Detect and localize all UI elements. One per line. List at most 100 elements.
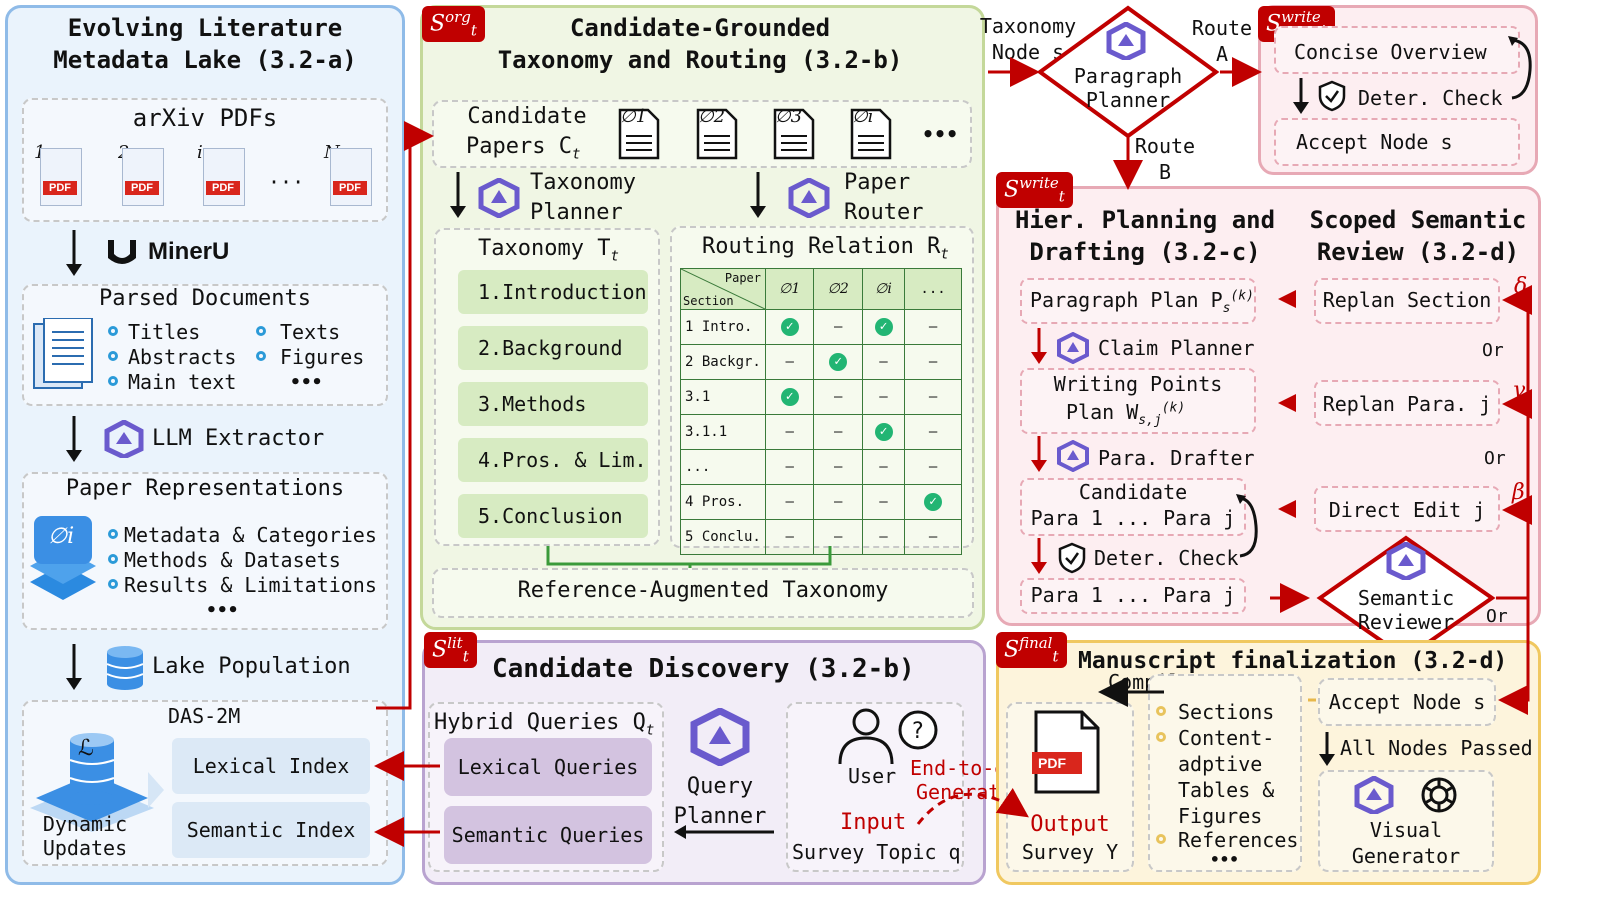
parsed-item-abstracts: Abstracts <box>128 345 237 369</box>
writing-points-box[interactable] <box>1020 368 1256 434</box>
rep-item-metadata: Metadata & Categories <box>124 523 377 547</box>
header-paper: Paper <box>724 271 761 285</box>
paper-doc-icon <box>696 108 738 160</box>
paragraph-planner-line2: Planner <box>1085 88 1171 112</box>
routing-title: Routing Relation Rt <box>702 234 949 263</box>
row-label: 2 Backgr. <box>680 344 766 380</box>
semantic-index[interactable]: Semantic Index <box>172 802 370 858</box>
final-paras-box[interactable] <box>1020 578 1246 614</box>
output-line1: Output <box>1030 812 1110 837</box>
taxonomy-title-line1: Candidate-Grounded <box>569 14 831 42</box>
llm-logo-icon <box>788 178 830 218</box>
llm-logo-icon <box>1386 542 1426 580</box>
table-cell: — <box>861 449 906 485</box>
pdf-ellipsis: ··· <box>268 170 305 194</box>
header-section: Section <box>683 294 734 308</box>
accept-node-final-box[interactable] <box>1318 678 1496 726</box>
taxonomy-section-pros-lim[interactable]: 4.Pros. & Lim. <box>458 438 648 482</box>
taxonomy-section-conclusion[interactable]: 5.Conclusion <box>458 494 648 538</box>
table-cell: — <box>813 414 863 450</box>
check-icon: ✓ <box>861 414 906 450</box>
candidate-paras-line2: Para 1 ... Para j <box>1030 506 1236 530</box>
drafting-title-line1: Hier. Planning and <box>1014 206 1276 234</box>
final-title: Manuscript finalization (3.2-d) <box>1078 648 1508 674</box>
table-cell: — <box>861 344 906 380</box>
lexical-queries[interactable]: Lexical Queries <box>444 738 652 796</box>
paragraph-plan-box[interactable] <box>1020 278 1256 324</box>
arrow-down-icon <box>750 172 766 218</box>
database-cube-icon <box>30 733 164 832</box>
paper-representations-title: Paper Representations <box>65 476 345 501</box>
manuscript-items-box <box>1148 674 1302 872</box>
llm-logo-icon <box>1057 440 1089 472</box>
mineru-icon <box>108 240 136 264</box>
deter-check-label: Deter. Check <box>1358 86 1503 110</box>
row-label: ... <box>680 449 766 485</box>
llm-logo-icon <box>1057 332 1089 364</box>
llm-logo-icon <box>478 178 520 218</box>
gamma-label: γ <box>1512 378 1526 403</box>
table-row: 2 Backgr.—✓—— <box>680 344 962 380</box>
bracket-connector <box>546 546 832 570</box>
discovery-title: Candidate Discovery (3.2-b) <box>492 654 915 684</box>
bullet-icon <box>108 351 118 361</box>
or-label-1: Or <box>1482 340 1504 361</box>
route-b-line1: Route <box>1134 134 1196 158</box>
concise-overview-box[interactable] <box>1274 26 1520 74</box>
paper-doc-icon <box>618 108 660 160</box>
accept-node-label: Accept Node s <box>1296 130 1453 154</box>
paragraph-plan-label: Paragraph Plan Ps(k) <box>1030 288 1254 316</box>
or-label-3: Or <box>1486 606 1508 627</box>
rep-item-methods: Methods & Datasets <box>124 548 341 572</box>
delta-label: δ <box>1514 274 1528 299</box>
taxonomy-title-line2: Taxonomy and Routing (3.2-b) <box>497 46 903 74</box>
parsed-item-texts: Texts <box>280 320 341 344</box>
pdf-label-i: i <box>197 142 203 163</box>
all-nodes-passed-label: All Nodes Passed <box>1340 736 1533 760</box>
review-title-line2: Review (3.2-d) <box>1316 238 1520 266</box>
llm-logo-icon <box>1106 22 1146 60</box>
taxonomy-section-background[interactable]: 2.Background <box>458 326 648 370</box>
bullet-icon <box>256 326 266 336</box>
parsed-documents-title: Parsed Documents <box>99 286 311 311</box>
taxonomy-planner-line1: Taxonomy <box>530 170 636 195</box>
lake-symbol: ℒ <box>78 736 94 761</box>
rep-ellipsis: ••• <box>206 600 239 621</box>
paper-symbol-i: ∅i <box>852 106 874 127</box>
arxiv-label: arXiv PDFs <box>132 104 278 132</box>
paper-router-line2: Router <box>844 200 924 225</box>
table-cell: — <box>861 519 906 555</box>
paragraph-planner-line1: Paragraph <box>1073 64 1183 88</box>
table-row: 3.1.1——✓— <box>680 414 962 450</box>
taxonomy-planner-line2: Planner <box>530 200 623 225</box>
output-line2: Survey Y <box>1021 840 1119 864</box>
mineru-label: MinerU <box>148 238 230 265</box>
item-references: References <box>1178 828 1299 852</box>
gpt-logo-icon <box>1421 777 1457 813</box>
table-cell: — <box>904 344 962 380</box>
papers-ellipsis: ••• <box>922 122 959 146</box>
bullet-icon <box>108 326 118 336</box>
candidate-papers-line1: Candidate <box>467 104 587 129</box>
accept-node-box[interactable] <box>1274 118 1520 166</box>
table-cell: — <box>813 309 863 345</box>
shield-icon <box>1318 80 1346 112</box>
stage-tag-final: Sfinalt <box>996 632 1067 668</box>
claim-planner-label: Claim Planner <box>1098 336 1255 360</box>
arrow-down-icon <box>1031 436 1047 472</box>
candidate-paras-box[interactable] <box>1020 478 1246 536</box>
bullet-icon <box>108 529 118 539</box>
taxonomy-title: Taxonomy Tt <box>478 236 619 265</box>
arrow-down-icon <box>1031 328 1047 364</box>
taxonomy-section-introduction[interactable]: 1.Introduction <box>458 270 648 314</box>
candidate-paras-line1: Candidate <box>1078 480 1188 504</box>
paper-doc-icon <box>773 108 815 160</box>
replan-section-box[interactable] <box>1314 278 1500 324</box>
taxonomy-section-methods[interactable]: 3.Methods <box>458 382 648 426</box>
llm-extractor-label: LLM Extractor <box>152 426 325 451</box>
replan-para-box[interactable] <box>1314 380 1500 426</box>
database-icon <box>106 646 144 690</box>
semantic-queries[interactable]: Semantic Queries <box>444 806 652 864</box>
lexical-index[interactable]: Lexical Index <box>172 738 370 794</box>
accept-node-final-label: Accept Node s <box>1328 690 1486 714</box>
